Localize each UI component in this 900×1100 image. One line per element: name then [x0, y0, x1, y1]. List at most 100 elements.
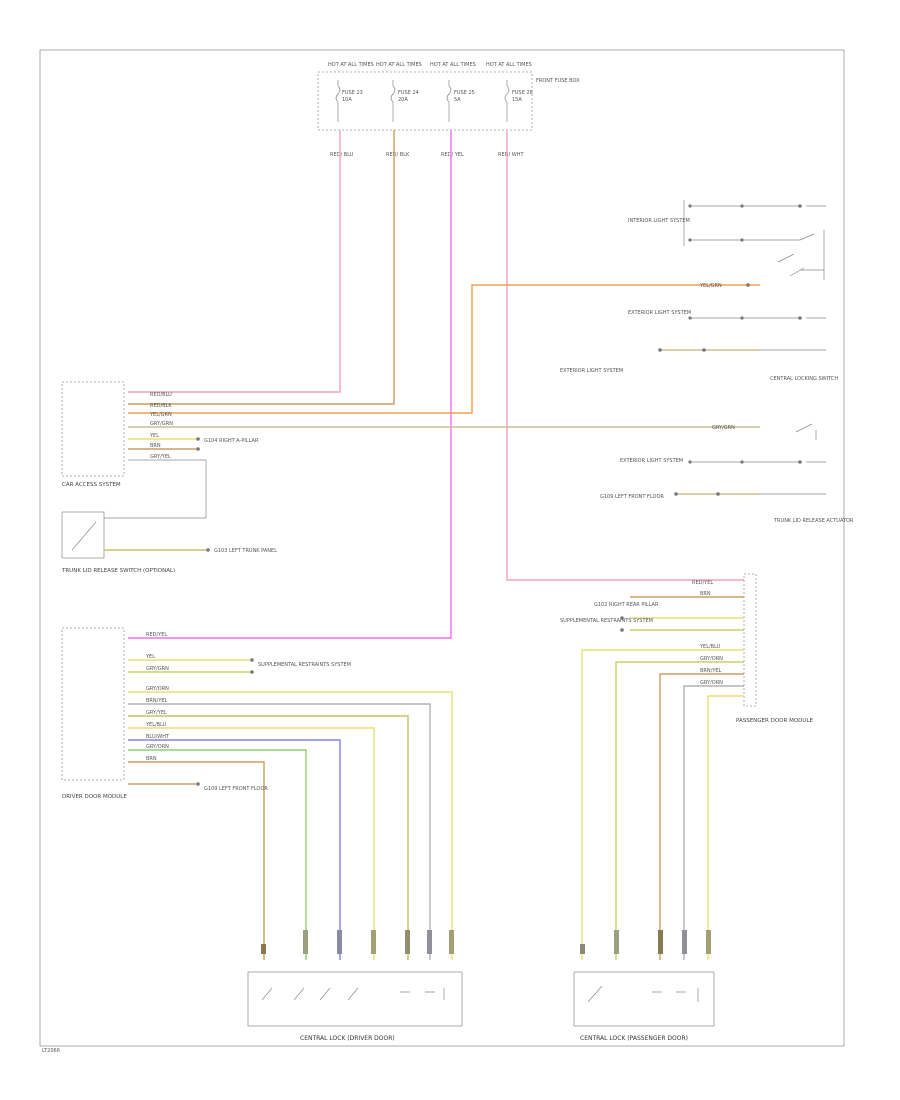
- lock-switch-symbols: [587, 985, 699, 1003]
- ground-label: G103 LEFT TRUNK PANEL: [214, 548, 277, 554]
- fuse-number-label: FUSE 26: [512, 90, 533, 96]
- connector-pin: [658, 930, 663, 954]
- connector-pin: [405, 930, 410, 954]
- connector-dot: [688, 316, 692, 320]
- fuse-amp-label: 5A: [454, 97, 461, 103]
- lock-switch-symbols: [261, 987, 445, 1001]
- connector-pin: [427, 930, 432, 954]
- connector-pin: [303, 930, 308, 954]
- connector-pin: [261, 944, 266, 954]
- interior-light-system: INTERIOR LIGHT SYSTEM: [628, 200, 826, 246]
- module-label: INTERIOR LIGHT SYSTEM: [628, 218, 690, 224]
- connector-dot: [740, 238, 744, 242]
- wire-label: BLU/WHT: [146, 734, 170, 740]
- fuse-hot-label: HOT AT ALL TIMES: [328, 62, 374, 68]
- connector-dot: [688, 204, 692, 208]
- wire-label: RED/ YEL: [441, 152, 464, 158]
- fuse-amp-label: 10A: [342, 97, 352, 103]
- wire-label: YEL/BLU: [699, 644, 721, 650]
- connector-pin: [449, 930, 454, 954]
- wire-tan: [659, 673, 744, 960]
- wire-label: GRY/ORN: [146, 686, 169, 692]
- wire-yellow: [128, 727, 375, 960]
- connector-dot: [658, 348, 662, 352]
- wire-label: GRY/ORN: [700, 680, 723, 686]
- connector-dot: [620, 628, 624, 632]
- connector-pin: [337, 930, 342, 954]
- fuse-hot-label: HOT AT ALL TIMES: [430, 62, 476, 68]
- wire-label: RED/YEL: [146, 632, 167, 638]
- wire-blue: [128, 739, 341, 960]
- wire-yellowgreen: [615, 661, 744, 960]
- connector-dot: [746, 283, 750, 287]
- module-label: CENTRAL LOCK (PASSENGER DOOR): [580, 1035, 688, 1042]
- ground-label: G102 RIGHT REAR PILLAR: [594, 602, 659, 608]
- connector-dot: [674, 492, 678, 496]
- wire-gray: [690, 205, 800, 241]
- module-label: SUPPLEMENTAL RESTRAINTS SYSTEM: [258, 662, 351, 668]
- diagram-frame: [39, 49, 845, 1047]
- ground-label: G109 LEFT FRONT FLOOR: [600, 494, 664, 500]
- module-label: CENTRAL LOCKING SWITCH: [770, 376, 838, 382]
- module-label: DRIVER DOOR MODULE: [62, 794, 127, 800]
- wire-label: BRN: [150, 443, 161, 449]
- fuse-hot-label: HOT AT ALL TIMES: [376, 62, 422, 68]
- connector-dot: [798, 316, 802, 320]
- fuse-symbol: [335, 80, 341, 122]
- connector-pin: [580, 944, 585, 954]
- lock-outline: [573, 971, 715, 1027]
- wire-label: YEL/GRN: [699, 283, 722, 289]
- wire-label: RED/YEL: [692, 580, 713, 586]
- module-label: CENTRAL LOCK (DRIVER DOOR): [300, 1035, 395, 1042]
- module-label: PASSENGER DOOR MODULE: [736, 718, 813, 724]
- connector-pin: [706, 930, 711, 954]
- wire-label: YEL/BLU: [145, 722, 167, 728]
- module-label: EXTERIOR LIGHT SYSTEM: [560, 368, 623, 374]
- wire-yellow: [128, 691, 453, 960]
- wire-red: [506, 130, 744, 581]
- fuse-number-label: FUSE 23: [342, 90, 363, 96]
- module-label: TRUNK LID RELEASE ACTUATOR: [773, 518, 854, 524]
- connector-dot: [196, 437, 200, 441]
- module-outline: [61, 627, 125, 781]
- fuse-box-label: FRONT FUSE BOX: [536, 78, 580, 84]
- switch-symbol: [777, 230, 825, 280]
- exterior-light-system: EXTERIOR LIGHT SYSTEM: [620, 458, 826, 464]
- fuse-amp-label: 20A: [398, 97, 408, 103]
- wire-label: BRN/YEL: [700, 668, 722, 674]
- wire-label: GRY/YEL: [146, 710, 167, 716]
- connector-pin: [682, 930, 687, 954]
- switch-symbol: [71, 521, 97, 551]
- wire-label: GRY/GRN: [712, 425, 735, 431]
- module-label: SUPPLEMENTAL RESTRAINTS SYSTEM: [560, 618, 653, 624]
- wire-label: RED/ BLK: [386, 152, 410, 158]
- wire-yellow: [581, 649, 744, 960]
- wire-label: RED/BLK: [150, 403, 172, 409]
- diagram-code: LT2066: [42, 1048, 60, 1054]
- connector-dot: [798, 460, 802, 464]
- fuse-amp-label: 15A: [512, 97, 522, 103]
- connector-dot: [206, 548, 210, 552]
- fuse-symbol: [504, 80, 510, 122]
- trunk-release-switch: G103 LEFT TRUNK PANEL TRUNK LID RELEASE …: [61, 511, 277, 574]
- wire-label: RED/ WHT: [498, 152, 524, 158]
- front-fuse-box: HOT AT ALL TIMES FUSE 23 10A HOT AT ALL …: [317, 62, 580, 131]
- connector-dot: [196, 447, 200, 451]
- wire-label: BRN: [146, 756, 157, 762]
- fuse-symbol: [446, 80, 452, 122]
- wire-green: [128, 749, 307, 960]
- wire-label: BRN: [700, 591, 711, 597]
- switch-symbol: [795, 423, 817, 440]
- fuse-hot-label: HOT AT ALL TIMES: [486, 62, 532, 68]
- central-switch-right: GRY/GRN: [712, 423, 817, 440]
- wire-label: YEL/GRN: [149, 412, 172, 418]
- wire-gray: [128, 459, 207, 519]
- wire-label: RED/BLU: [150, 392, 172, 398]
- connector-dot: [740, 204, 744, 208]
- connector-dot: [250, 658, 254, 662]
- connector-pin: [614, 930, 619, 954]
- wire-label: YEL: [145, 654, 155, 660]
- wire-magenta: [128, 130, 452, 639]
- car-access-system: CAR ACCESS SYSTEM RED/BLU RED/BLK YEL/GR…: [61, 381, 259, 519]
- wire-label: GRY/GRN: [150, 421, 173, 427]
